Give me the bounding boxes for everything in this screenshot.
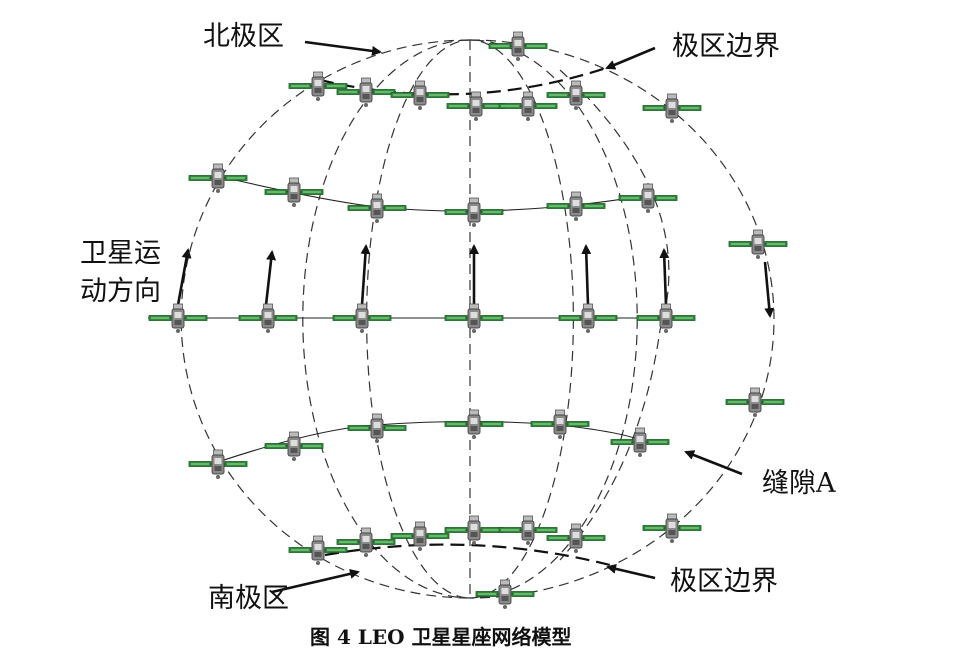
- satellite-icon: [444, 197, 504, 228]
- arrow-icon: [659, 248, 670, 306]
- north-pole-label: 北极区: [203, 21, 284, 52]
- satellite-icon: [558, 303, 618, 334]
- seam-meridian-arc: [559, 69, 670, 561]
- arrow-icon: [360, 244, 371, 306]
- globe-outline-left: [180, 39, 471, 599]
- satellite-icon: [264, 177, 324, 208]
- arrow-icon: [264, 250, 277, 306]
- pointer-arrow-icon: [304, 40, 382, 56]
- seam-label: 缝隙A: [762, 468, 836, 499]
- polar-boundary-top-label: 极区边界: [672, 31, 780, 62]
- motion-direction-label-line2: 动方向: [80, 276, 161, 307]
- satellite-icon: [188, 449, 248, 480]
- satellite-icon: [636, 303, 696, 334]
- satellite-icon: [642, 93, 702, 124]
- pointer-arrow-icon: [606, 563, 656, 580]
- satellite-icon: [444, 409, 504, 440]
- satellite-icon: [332, 303, 392, 334]
- arrow-icon: [176, 248, 192, 306]
- satellite-icon: [618, 183, 678, 214]
- satellite-icon: [546, 191, 606, 222]
- pointer-arrow-icon: [605, 46, 656, 70]
- satellite-icon: [390, 80, 450, 111]
- label-pointers: [271, 40, 743, 594]
- satellite-icon: [444, 515, 504, 546]
- satellite-icon: [530, 409, 590, 440]
- satellite-icon: [642, 513, 702, 544]
- satellite-icon: [446, 91, 506, 122]
- satellite-icon: [610, 427, 670, 458]
- satellite-icon: [188, 163, 248, 194]
- arrow-icon: [763, 261, 775, 318]
- satellite-icon: [347, 193, 407, 224]
- satellite-icon: [488, 31, 548, 62]
- satellite-icon: [475, 579, 535, 610]
- satellites: [148, 31, 788, 610]
- satellite-icon: [264, 431, 324, 462]
- pointer-arrow-icon: [271, 568, 360, 594]
- satellite-icon: [288, 71, 348, 102]
- motion-direction-label-line1: 卫星运: [80, 238, 161, 269]
- satellite-icon: [336, 77, 396, 108]
- north-polar-boundary: [319, 63, 616, 96]
- pointer-arrow-icon: [684, 450, 743, 476]
- polar-boundaries: [319, 63, 616, 567]
- satellite-icon: [444, 303, 504, 334]
- figure-caption: 图 4 LEO 卫星星座网络模型: [310, 625, 572, 649]
- orbit-link-lower: [217, 420, 641, 463]
- satellite-icon: [238, 303, 298, 334]
- satellite-icon: [728, 229, 788, 260]
- satellite-icon: [148, 303, 208, 334]
- motion-arrows: [176, 244, 775, 318]
- polar-boundary-bottom-label: 极区边界: [670, 566, 778, 597]
- south-pole-label: 南极区: [208, 583, 289, 614]
- satellite-icon: [725, 387, 785, 418]
- globe-outline-right: [469, 39, 775, 599]
- arrow-icon: [581, 244, 592, 306]
